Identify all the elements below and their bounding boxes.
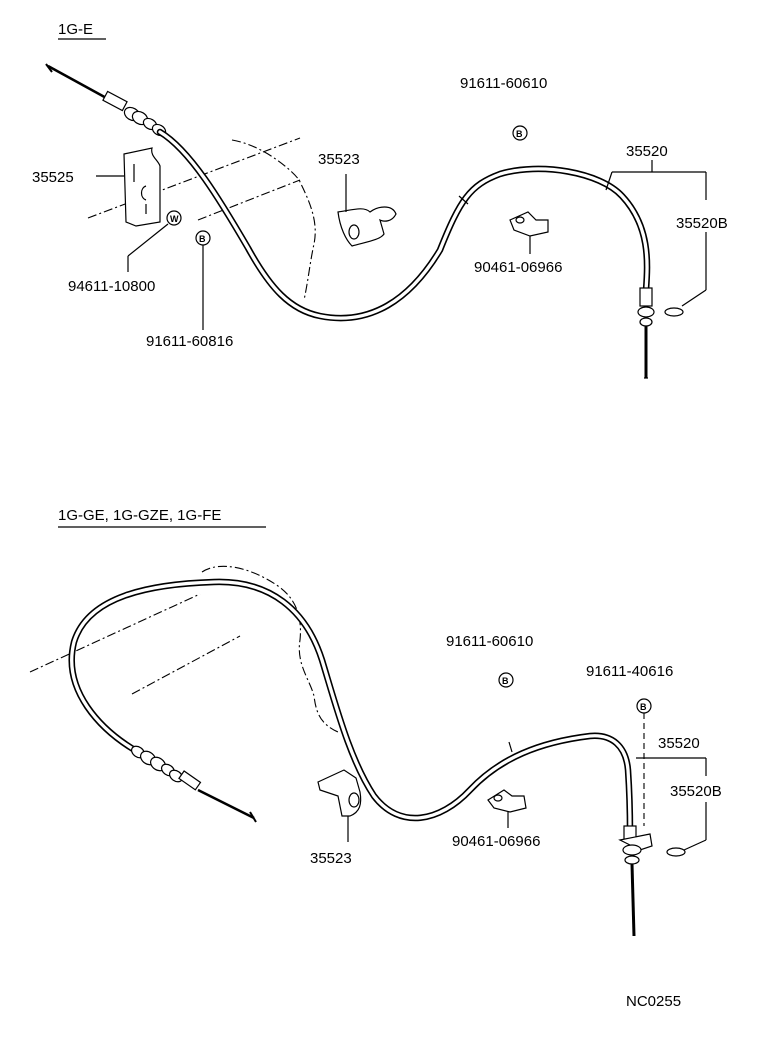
marker-w-icon: W — [170, 214, 179, 224]
cable-front-end — [130, 745, 257, 823]
label-90461-06966: 90461-06966 — [474, 259, 562, 276]
clamp-35523 — [337, 174, 397, 247]
diagram-code: NC0255 — [626, 993, 681, 1010]
label-35520: 35520 — [626, 143, 668, 160]
marker-b-icon: B — [516, 129, 523, 139]
callout-35520 — [605, 160, 707, 317]
section-1g-ge: 1G-GE, 1G-GZE, 1G-FE — [29, 507, 722, 937]
label-91611-60610: 91611-60610 — [460, 75, 547, 92]
body-outline-curve — [201, 565, 339, 733]
cable-rear-end — [637, 287, 655, 379]
marker-b-icon: B — [199, 234, 206, 244]
label-35525: 35525 — [32, 169, 74, 186]
clip-90461-06966 — [487, 789, 527, 828]
section-title-1g-e: 1G-E — [58, 21, 93, 38]
section-1g-e: 1G-E — [32, 21, 728, 379]
label-35520b: 35520B — [676, 215, 728, 232]
marker-b-icon: B — [502, 676, 509, 686]
label-94611-10800: 94611-10800 — [68, 278, 155, 295]
label-35523: 35523 — [318, 151, 360, 168]
label-35520: 35520 — [658, 735, 700, 752]
bracket-35525: W — [96, 147, 182, 272]
callout-35520 — [636, 757, 707, 857]
clamp-35523 — [317, 769, 362, 842]
bolt-marker-91611-60816: B — [195, 230, 211, 330]
label-91611-60610: 91611-60610 — [446, 633, 533, 650]
label-35523: 35523 — [310, 850, 352, 867]
body-outline-line — [197, 179, 301, 221]
bolt-marker-91611-60610: B — [498, 672, 514, 688]
section-title-1g-ge-gze-fe: 1G-GE, 1G-GZE, 1G-FE — [58, 507, 221, 524]
label-91611-60816: 91611-60816 — [146, 333, 233, 350]
label-91611-40616: 91611-40616 — [586, 663, 673, 680]
cable-front-end — [45, 63, 167, 137]
bolt-marker-91611-60610: B — [512, 125, 528, 141]
label-35520b: 35520B — [670, 783, 722, 800]
bolt-marker-91611-40616: B — [636, 698, 652, 826]
body-outline-line — [131, 635, 241, 695]
clip-90461-06966 — [509, 211, 549, 254]
body-outline-line — [87, 137, 301, 219]
label-90461-06966: 90461-06966 — [452, 833, 540, 850]
body-outline-line — [29, 593, 201, 673]
cable-rear-end — [618, 825, 653, 937]
body-outline-curve — [231, 139, 316, 301]
marker-b-icon: B — [640, 702, 647, 712]
